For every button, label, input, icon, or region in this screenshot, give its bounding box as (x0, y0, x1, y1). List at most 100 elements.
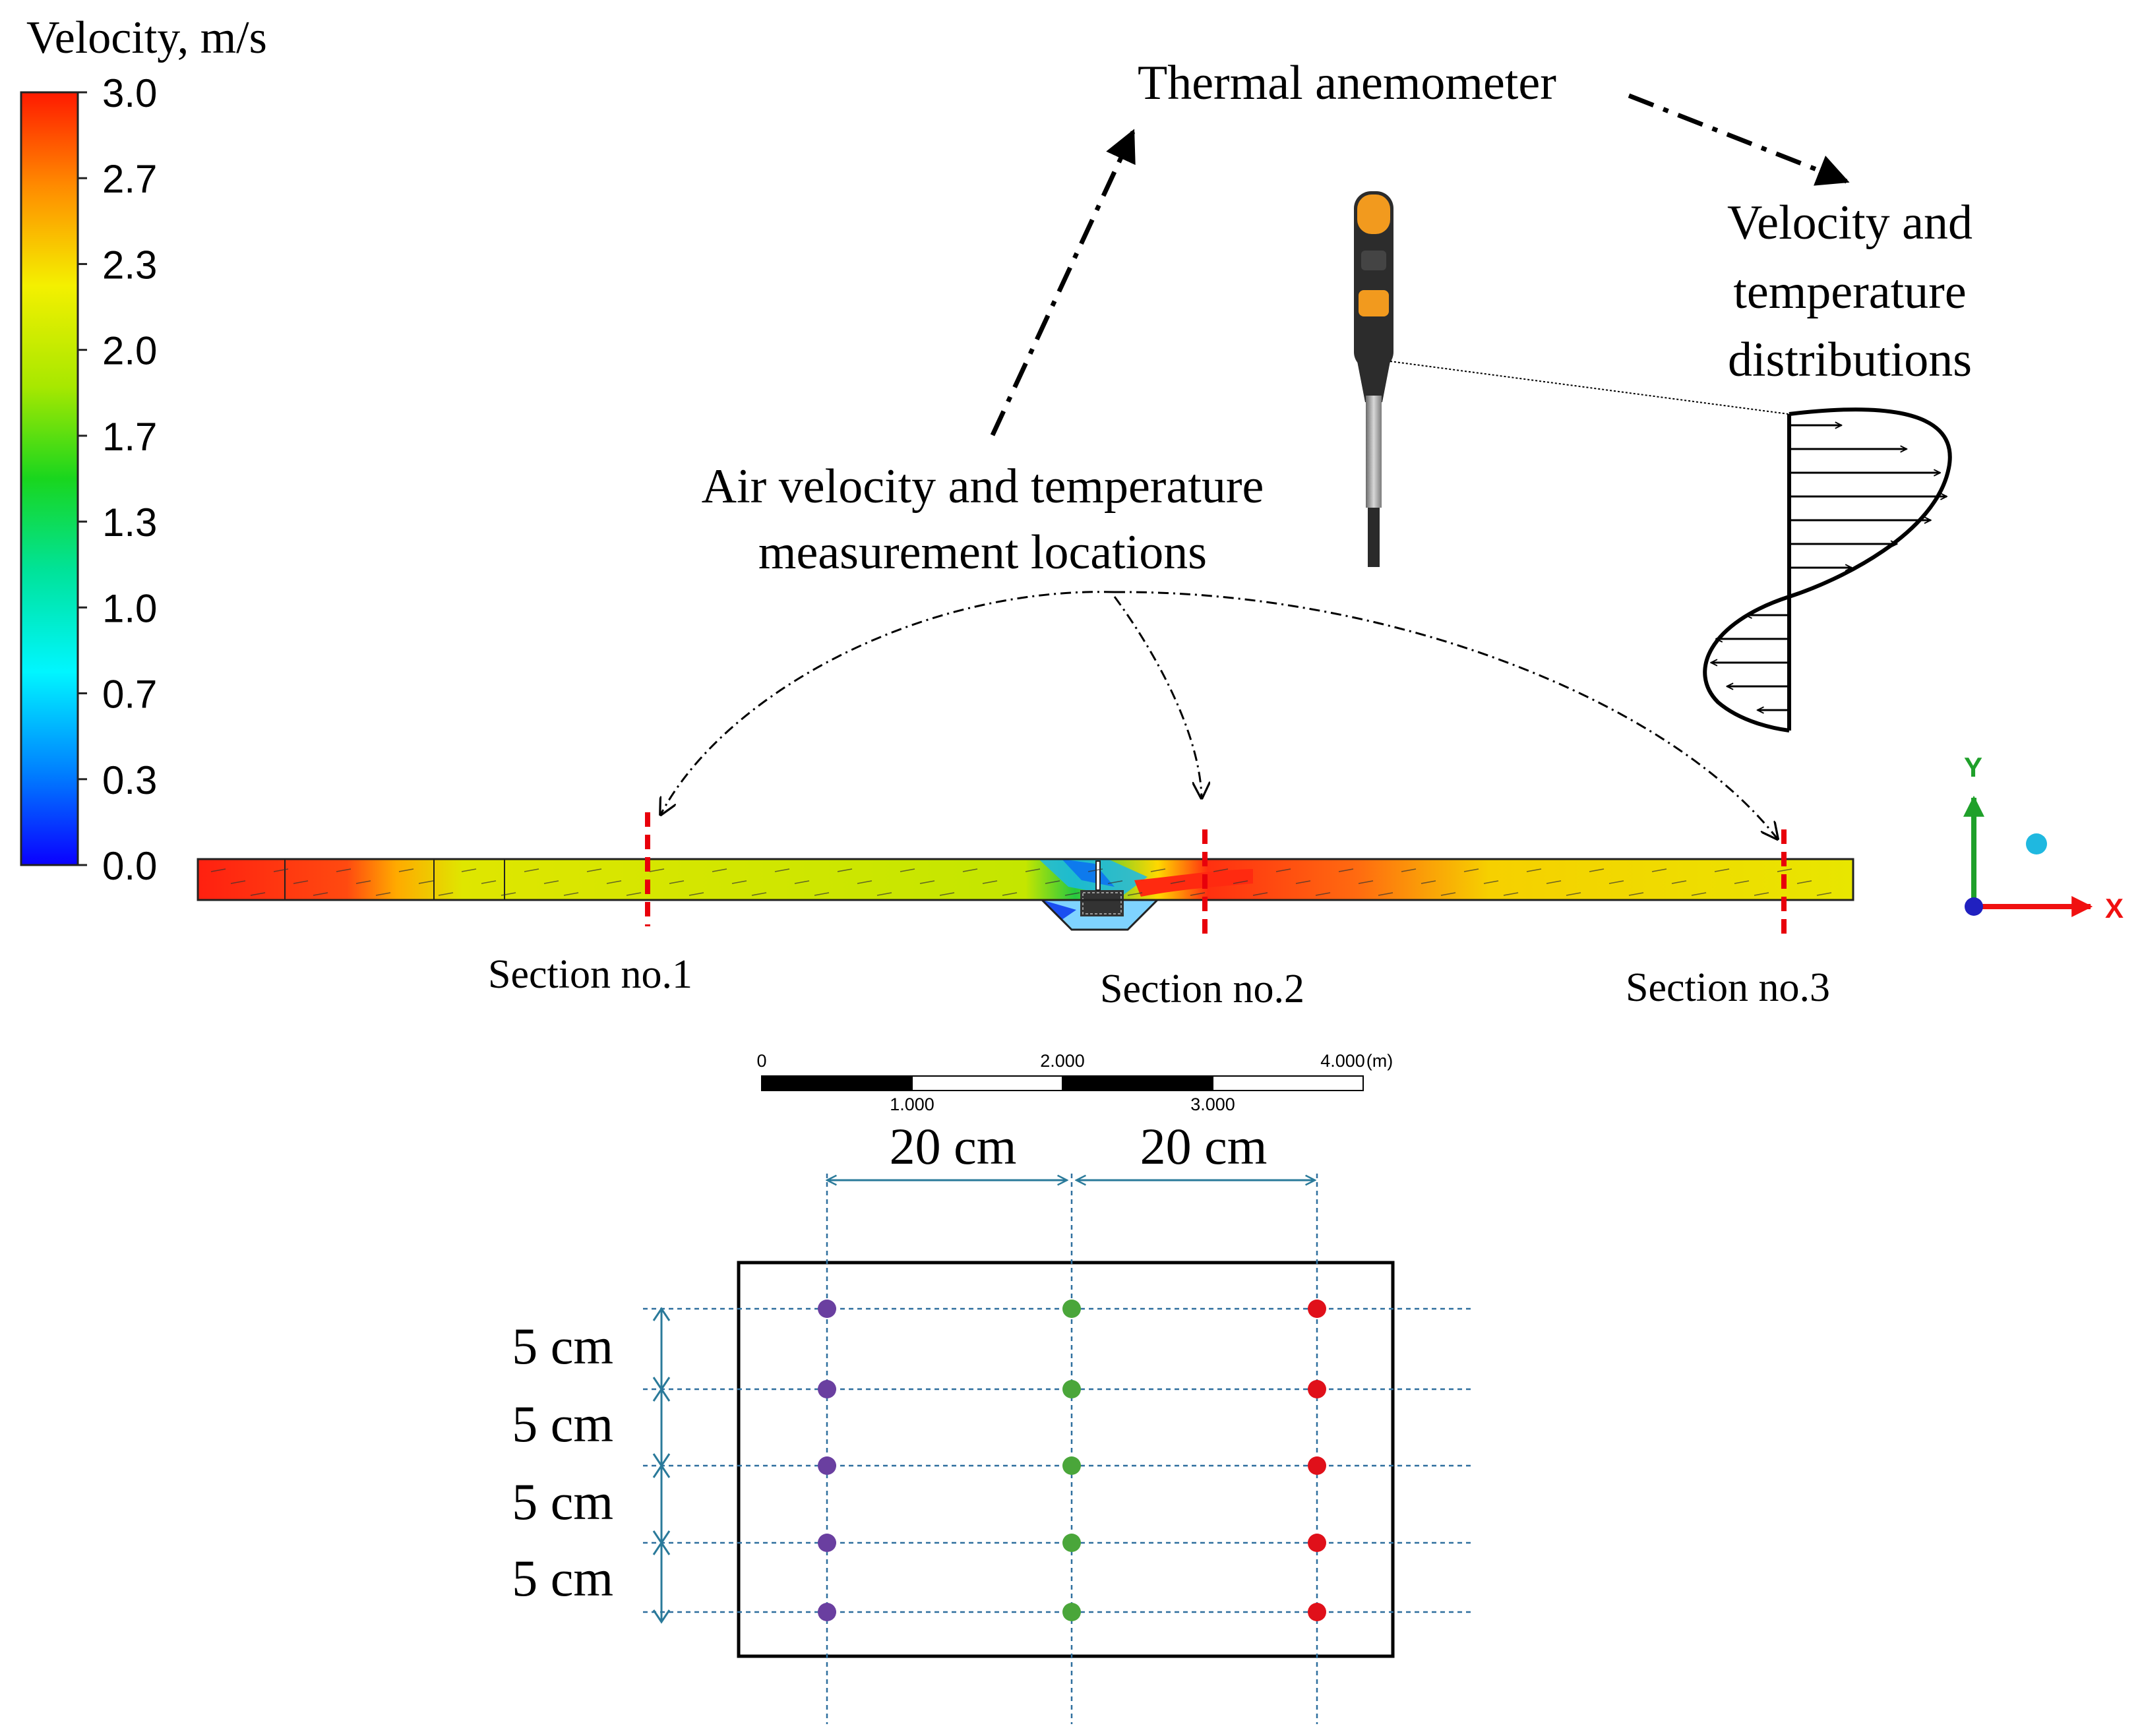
measurement-point (1062, 1534, 1081, 1552)
scale-label-3000: 3.000 (1190, 1094, 1235, 1114)
flow-vector (774, 868, 790, 872)
measurement-point (1062, 1603, 1081, 1621)
flow-vector (1440, 892, 1456, 896)
flow-vector (250, 892, 266, 896)
spacing-label-h2: 20 cm (1140, 1118, 1268, 1175)
colorbar-tick-label: 0.3 (102, 758, 157, 802)
flow-vector (336, 868, 352, 872)
flow-vector (1483, 880, 1499, 884)
measurement-point (1308, 1534, 1326, 1552)
distributions-label-line3: distributions (1728, 333, 1972, 387)
flow-vector (900, 868, 915, 872)
colorbar-tick-label: 2.3 (102, 243, 157, 287)
flow-vector (669, 880, 685, 884)
flow-vector (1651, 868, 1667, 872)
section-3-label: Section no.3 (1626, 965, 1830, 1010)
flow-vector (1671, 880, 1687, 884)
flow-vector (1150, 868, 1166, 872)
flow-vector (1002, 892, 1018, 896)
flow-vector (1087, 868, 1103, 872)
measurement-point (818, 1380, 836, 1398)
flow-vector (1378, 892, 1393, 896)
flow-vector (1338, 868, 1354, 872)
flow-vector (1816, 892, 1832, 896)
measurement-point (1062, 1380, 1081, 1398)
flow-vector (857, 880, 872, 884)
flow-vector (1025, 868, 1041, 872)
colorbar-gradient (20, 91, 79, 866)
flow-vector (837, 868, 853, 872)
measurement-point (1308, 1456, 1326, 1475)
flow-vector (461, 868, 477, 872)
flow-vector (355, 880, 371, 884)
flow-vector (1107, 880, 1123, 884)
scale-label-2000: 2.000 (1040, 1051, 1085, 1071)
flow-vector (1045, 880, 1060, 884)
colorbar-tick-label: 1.7 (102, 415, 157, 459)
colorbar-title: Velocity, m/s (26, 13, 267, 63)
flow-vector (563, 892, 579, 896)
colorbar-tick-label: 3.0 (102, 71, 157, 115)
flow-vector (1566, 892, 1581, 896)
flow-vector (1064, 892, 1080, 896)
flow-vector (1754, 892, 1769, 896)
spacing-label-v2: 5 cm (512, 1395, 613, 1452)
flow-vector (1421, 880, 1436, 884)
flow-vector (1252, 892, 1268, 896)
flow-vector (1589, 868, 1605, 872)
flow-vector (982, 880, 998, 884)
flow-vector (293, 880, 309, 884)
flow-vector (524, 868, 539, 872)
colorbar-tick-label: 2.7 (102, 157, 157, 201)
colorbar-ticks: 3.02.72.32.01.71.31.00.70.30.0 (78, 71, 157, 888)
thermal-anemometer-picture (1354, 191, 1393, 567)
flow-vector (398, 868, 414, 872)
flow-vector (375, 892, 391, 896)
flow-vector (1295, 880, 1311, 884)
flow-vector (751, 892, 767, 896)
flow-vector (586, 868, 602, 872)
flow-vector (919, 880, 935, 884)
colorbar-tick-label: 1.3 (102, 500, 157, 545)
locations-label-line1: Air velocity and temperature (702, 460, 1264, 514)
flow-vector (1170, 880, 1186, 884)
flow-vector (1127, 892, 1143, 896)
axis-y-label: Y (1964, 752, 1982, 783)
flow-vector (1401, 868, 1417, 872)
flow-vector (1796, 880, 1812, 884)
flow-vector (418, 880, 434, 884)
flow-vector (876, 892, 892, 896)
flow-vector (688, 892, 704, 896)
cfd-velocity-contour (197, 858, 1854, 931)
dimension-arrowhead (652, 1541, 671, 1555)
measurement-point (818, 1300, 836, 1318)
flow-vector (1777, 868, 1792, 872)
flow-vector (1190, 892, 1206, 896)
dimension-arrowhead (652, 1609, 671, 1624)
measurement-point (1062, 1300, 1081, 1318)
flow-vector (1463, 868, 1479, 872)
velocity-profile (1703, 407, 1952, 733)
measurement-point (1308, 1380, 1326, 1398)
thermal-anemometer-label: Thermal anemometer (1138, 56, 1556, 110)
flow-vector (1714, 868, 1730, 872)
flow-vector (1233, 880, 1248, 884)
cross-section-outline (737, 1261, 1395, 1658)
pointer-to-section-3 (1114, 591, 1777, 839)
flow-vector (1628, 892, 1644, 896)
measurement-point (818, 1603, 836, 1621)
colorbar-tick-label: 1.0 (102, 586, 157, 630)
scale-label-0: 0 (756, 1051, 766, 1071)
pointer-to-section-2 (1113, 596, 1202, 798)
axis-x-label: X (2105, 893, 2124, 924)
section-2-label: Section no.2 (1100, 967, 1304, 1011)
colorbar-tick-label: 2.0 (102, 329, 157, 373)
flow-vector (1275, 868, 1291, 872)
pointer-to-section-1 (661, 591, 1115, 814)
scale-unit: (m) (1366, 1051, 1393, 1071)
spacing-label-v3: 5 cm (512, 1473, 613, 1530)
flow-vector (501, 892, 516, 896)
flow-vector (794, 880, 810, 884)
flow-vector (230, 880, 246, 884)
